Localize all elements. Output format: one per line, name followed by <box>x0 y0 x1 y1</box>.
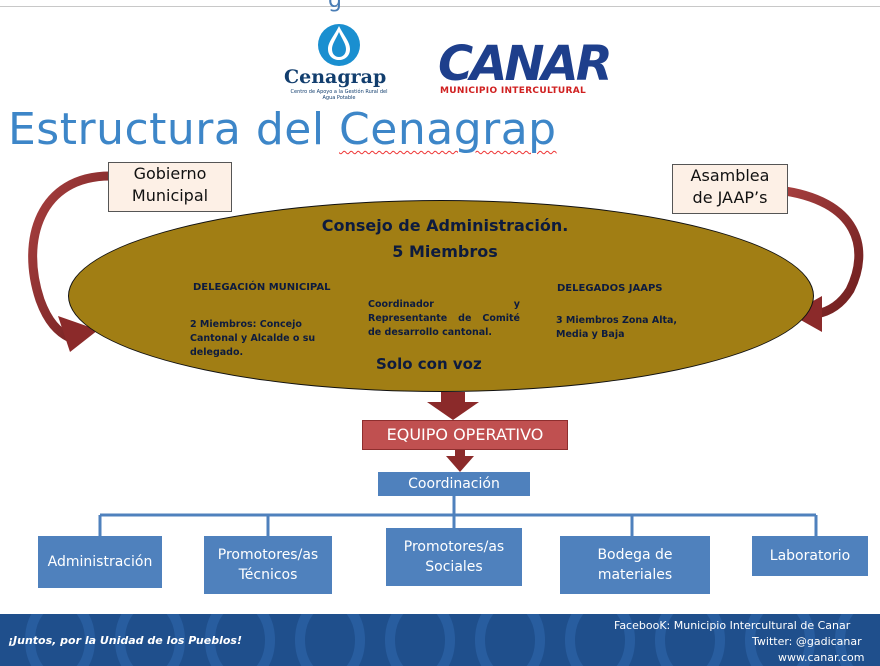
water-drop-icon <box>318 24 360 66</box>
council-title: Consejo de Administración. 5 Miembros <box>240 213 650 265</box>
dept-administracion: Administración <box>38 536 162 588</box>
footer-slogan: ¡Juntos, por la Unidad de los Pueblos! <box>8 634 242 647</box>
footer-website[interactable]: www.canar.com <box>778 651 865 664</box>
clipped-heading-glyph: g <box>328 0 342 13</box>
council-ellipse <box>68 200 814 392</box>
gobierno-line2: Municipal <box>131 186 209 205</box>
voice-only-note: Solo con voz <box>376 355 482 373</box>
asamblea-line1: Asamblea <box>690 166 770 185</box>
footer-twitter[interactable]: Twitter: @gadicanar <box>752 635 862 648</box>
gobierno-municipal-box: Gobierno Municipal <box>108 162 232 212</box>
slide-title-emphasis: Cenagrap <box>339 104 557 155</box>
dept-bodega-materiales: Bodega de materiales <box>560 536 710 594</box>
slide-title-prefix: Estructura del <box>8 104 340 155</box>
delegados-jaaps-text: 3 Miembros Zona Alta, Media y Baja <box>556 315 678 340</box>
dept-laboratorio: Laboratorio <box>752 536 868 576</box>
footer-facebook[interactable]: FacebooK: Municipio Intercultural de Can… <box>614 619 851 632</box>
asamblea-jaaps-box: Asamblea de JAAP’s <box>672 164 788 214</box>
canar-logo-name: CANAR <box>438 36 613 92</box>
delegados-jaaps-heading: DELEGADOS JAAPS <box>557 283 663 294</box>
cenagrap-logo-name: Cenagrap <box>284 66 387 88</box>
cenagrap-logo <box>284 18 394 108</box>
coordinador-text: Coordinador y Representante de Comité de… <box>368 299 520 338</box>
footer-pattern <box>25 614 854 666</box>
dept-promotores-sociales: Promotores/as Sociales <box>386 528 522 586</box>
gobierno-line1: Gobierno <box>133 164 207 183</box>
delegacion-municipal-text: 2 Miembros: Concejo Cantonal y Alcalde o… <box>190 319 316 358</box>
cenagrap-logo-subtitle: Centro de Apoyo a la Gestión Rural del A… <box>290 89 388 101</box>
coordinacion-box: Coordinación <box>378 472 530 496</box>
top-rule <box>0 6 880 7</box>
canar-logo-subtitle: MUNICIPIO INTERCULTURAL <box>440 86 587 96</box>
footer-banner: ¡Juntos, por la Unidad de los Pueblos! F… <box>0 614 880 666</box>
down-arrow-to-coordinacion <box>446 450 474 472</box>
equipo-operativo-box: EQUIPO OPERATIVO <box>362 420 568 450</box>
left-curved-arrow <box>28 171 115 352</box>
down-arrow-to-equipo <box>427 392 479 420</box>
asamblea-line2: de JAAP’s <box>692 188 768 207</box>
council-title-line2: 5 Miembros <box>392 242 498 261</box>
slide-title: Estructura del Cenagrap <box>8 104 557 155</box>
dept-promotores-tecnicos: Promotores/as Técnicos <box>204 536 332 594</box>
delegacion-municipal-heading: DELEGACIÓN MUNICIPAL <box>193 282 331 293</box>
council-title-line1: Consejo de Administración. <box>321 216 569 235</box>
